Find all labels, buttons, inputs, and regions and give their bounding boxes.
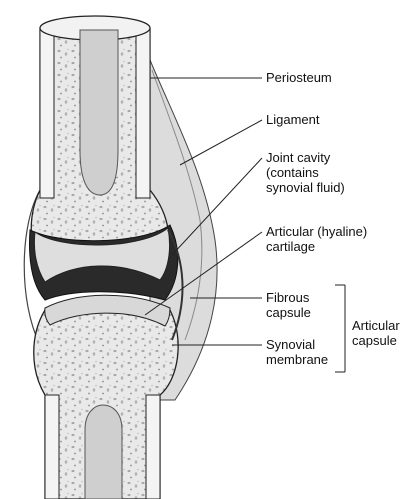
upper-cortex-left (40, 28, 54, 198)
medullary-cavity-shape (80, 30, 118, 195)
label-joint-cavity: Joint cavity (contains synovial fluid) (266, 150, 345, 195)
label-synovial-membrane: Synovial membrane (266, 337, 328, 367)
label-fibrous-capsule: Fibrous capsule (266, 290, 311, 320)
label-ligament: Ligament (266, 112, 319, 127)
lower-cortex-right (146, 395, 160, 499)
label-articular-cartilage: Articular (hyaline) cartilage (266, 224, 367, 254)
lower-medullary-shape (85, 405, 122, 499)
label-articular-capsule: Articular capsule (352, 318, 400, 348)
upper-cortex-right (136, 28, 150, 198)
lower-cortex-left (45, 395, 59, 499)
label-periosteum: Periosteum (266, 70, 332, 85)
leader-ligament (180, 120, 262, 165)
